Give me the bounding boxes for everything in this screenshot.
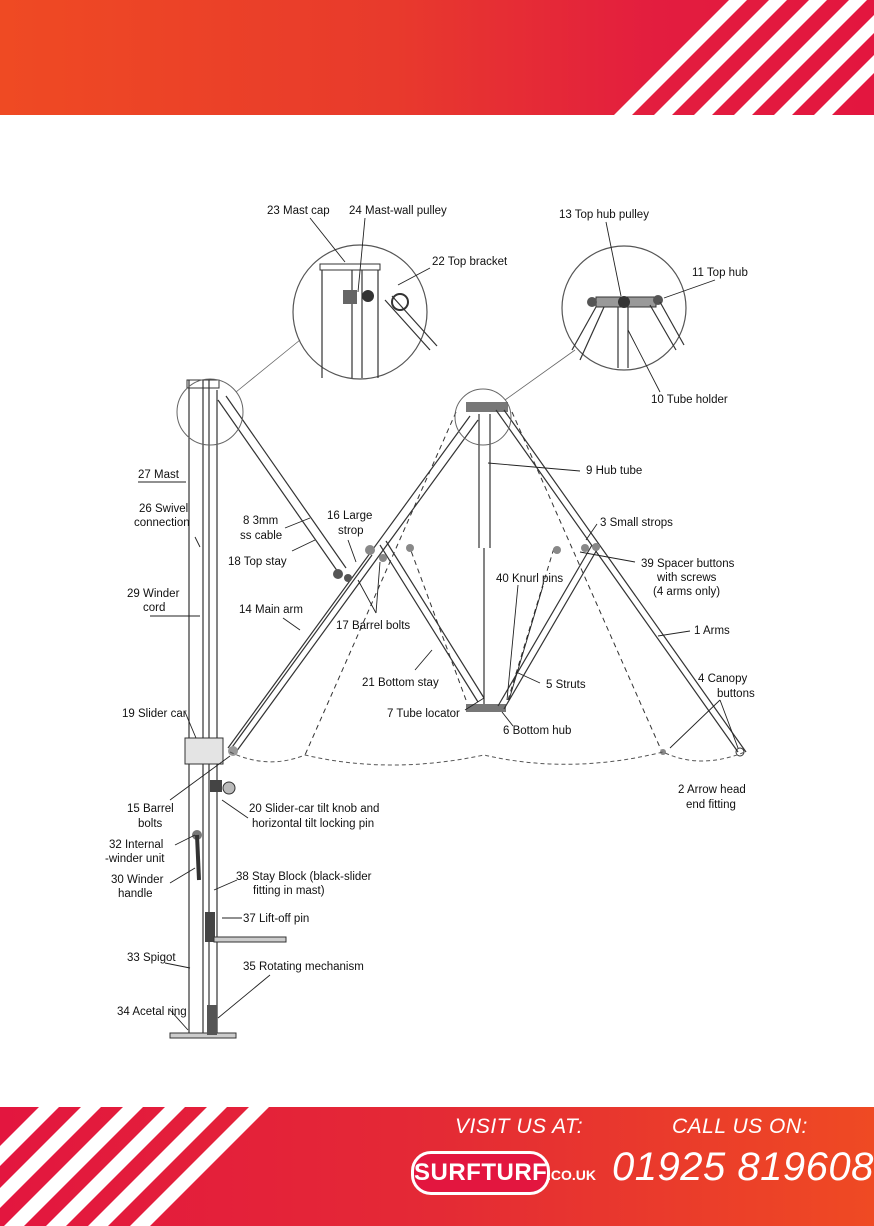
label-mast: 27 Mast [138, 469, 180, 481]
label-rotating-mechanism: 35 Rotating mechanism [243, 961, 364, 973]
label-arrow-head-2: end fitting [686, 799, 736, 811]
label-struts: 5 Struts [546, 679, 586, 691]
hub-tube [466, 402, 508, 712]
label-canopy-buttons: 4 Canopy [698, 673, 747, 685]
label-spacer-buttons-3: (4 arms only) [653, 586, 720, 598]
label-internal-winder-2: -winder unit [105, 853, 165, 865]
canopy-edge [229, 751, 746, 766]
label-ss-cable-2: ss cable [240, 530, 282, 542]
label-slider-car: 19 Slider car [122, 708, 187, 720]
label-knurl-pins: 40 Knurl pins [496, 573, 563, 585]
label-top-bracket: 22 Top bracket [432, 256, 508, 268]
mast-cap-detail [292, 244, 438, 380]
leader-lines [138, 217, 739, 1031]
label-spacer-buttons-2: with screws [656, 572, 717, 584]
label-spigot: 33 Spigot [127, 952, 176, 964]
label-winder-handle-2: handle [118, 888, 153, 900]
phone-number[interactable]: 01925 819608 [612, 1145, 874, 1189]
label-swivel-connection: 26 Swivel [139, 503, 188, 515]
top-hub-detail [561, 245, 687, 371]
label-stay-block: 38 Stay Block (black-slider [236, 871, 372, 883]
label-winder-handle: 30 Winder [111, 874, 164, 886]
label-main-arm: 14 Main arm [239, 604, 303, 616]
label-bottom-stay: 21 Bottom stay [362, 677, 439, 689]
label-canopy-buttons-2: buttons [717, 688, 755, 700]
label-lift-off-pin: 37 Lift-off pin [243, 913, 309, 925]
visit-us-label: VISIT US AT: [455, 1115, 584, 1138]
label-tube-holder: 10 Tube holder [651, 394, 728, 406]
label-swivel-connection-2: connection [134, 517, 190, 529]
label-small-strops: 3 Small strops [600, 517, 673, 529]
label-arms: 1 Arms [694, 625, 730, 637]
label-tilt-knob-2: horizontal tilt locking pin [252, 818, 374, 830]
label-internal-winder: 32 Internal [109, 839, 163, 851]
label-top-hub: 11 Top hub [692, 267, 748, 279]
surfturf-logo[interactable]: SURFTURF [411, 1151, 550, 1195]
label-winder-cord: 29 Winder [127, 588, 180, 600]
bottom-banner: VISIT US AT: CALL US ON: SURFTURF .CO.UK… [0, 1107, 874, 1226]
website-domain[interactable]: .CO.UK [547, 1167, 596, 1183]
call-us-label: CALL US ON: [672, 1115, 808, 1138]
label-top-stay: 18 Top stay [228, 556, 287, 568]
parasol-parts-diagram: 23 Mast cap 24 Mast-wall pulley 22 Top b… [105, 205, 755, 1039]
label-mast-cap: 23 Mast cap [267, 205, 330, 217]
label-barrel-bolts-15: 15 Barrel [127, 803, 174, 815]
label-winder-cord-2: cord [143, 602, 165, 614]
top-banner [0, 0, 874, 115]
label-tube-locator: 7 Tube locator [387, 708, 460, 720]
label-tilt-knob: 20 Slider-car tilt knob and [249, 803, 379, 815]
label-top-hub-pulley: 13 Top hub pulley [559, 209, 649, 221]
label-barrel-bolts-15-2: bolts [138, 818, 163, 830]
slider-car [184, 737, 224, 765]
label-hub-tube: 9 Hub tube [586, 465, 642, 477]
label-acetal-ring: 34 Acetal ring [117, 1006, 187, 1018]
footer-stripes [0, 1107, 269, 1226]
label-large-strop: 16 Large [327, 510, 372, 522]
label-ss-cable: 8 3mm [243, 515, 278, 527]
main-arm-assembly [217, 395, 485, 753]
label-spacer-buttons: 39 Spacer buttons [641, 558, 735, 570]
label-barrel-bolts-17: 17 Barrel bolts [336, 620, 410, 632]
label-bottom-hub: 6 Bottom hub [503, 725, 571, 737]
label-large-strop-2: strop [338, 525, 364, 537]
label-stay-block-2: fitting in mast) [253, 885, 325, 897]
label-arrow-head: 2 Arrow head [678, 784, 746, 796]
label-mast-wall-pulley: 24 Mast-wall pulley [349, 205, 447, 217]
header-stripes [614, 0, 874, 115]
